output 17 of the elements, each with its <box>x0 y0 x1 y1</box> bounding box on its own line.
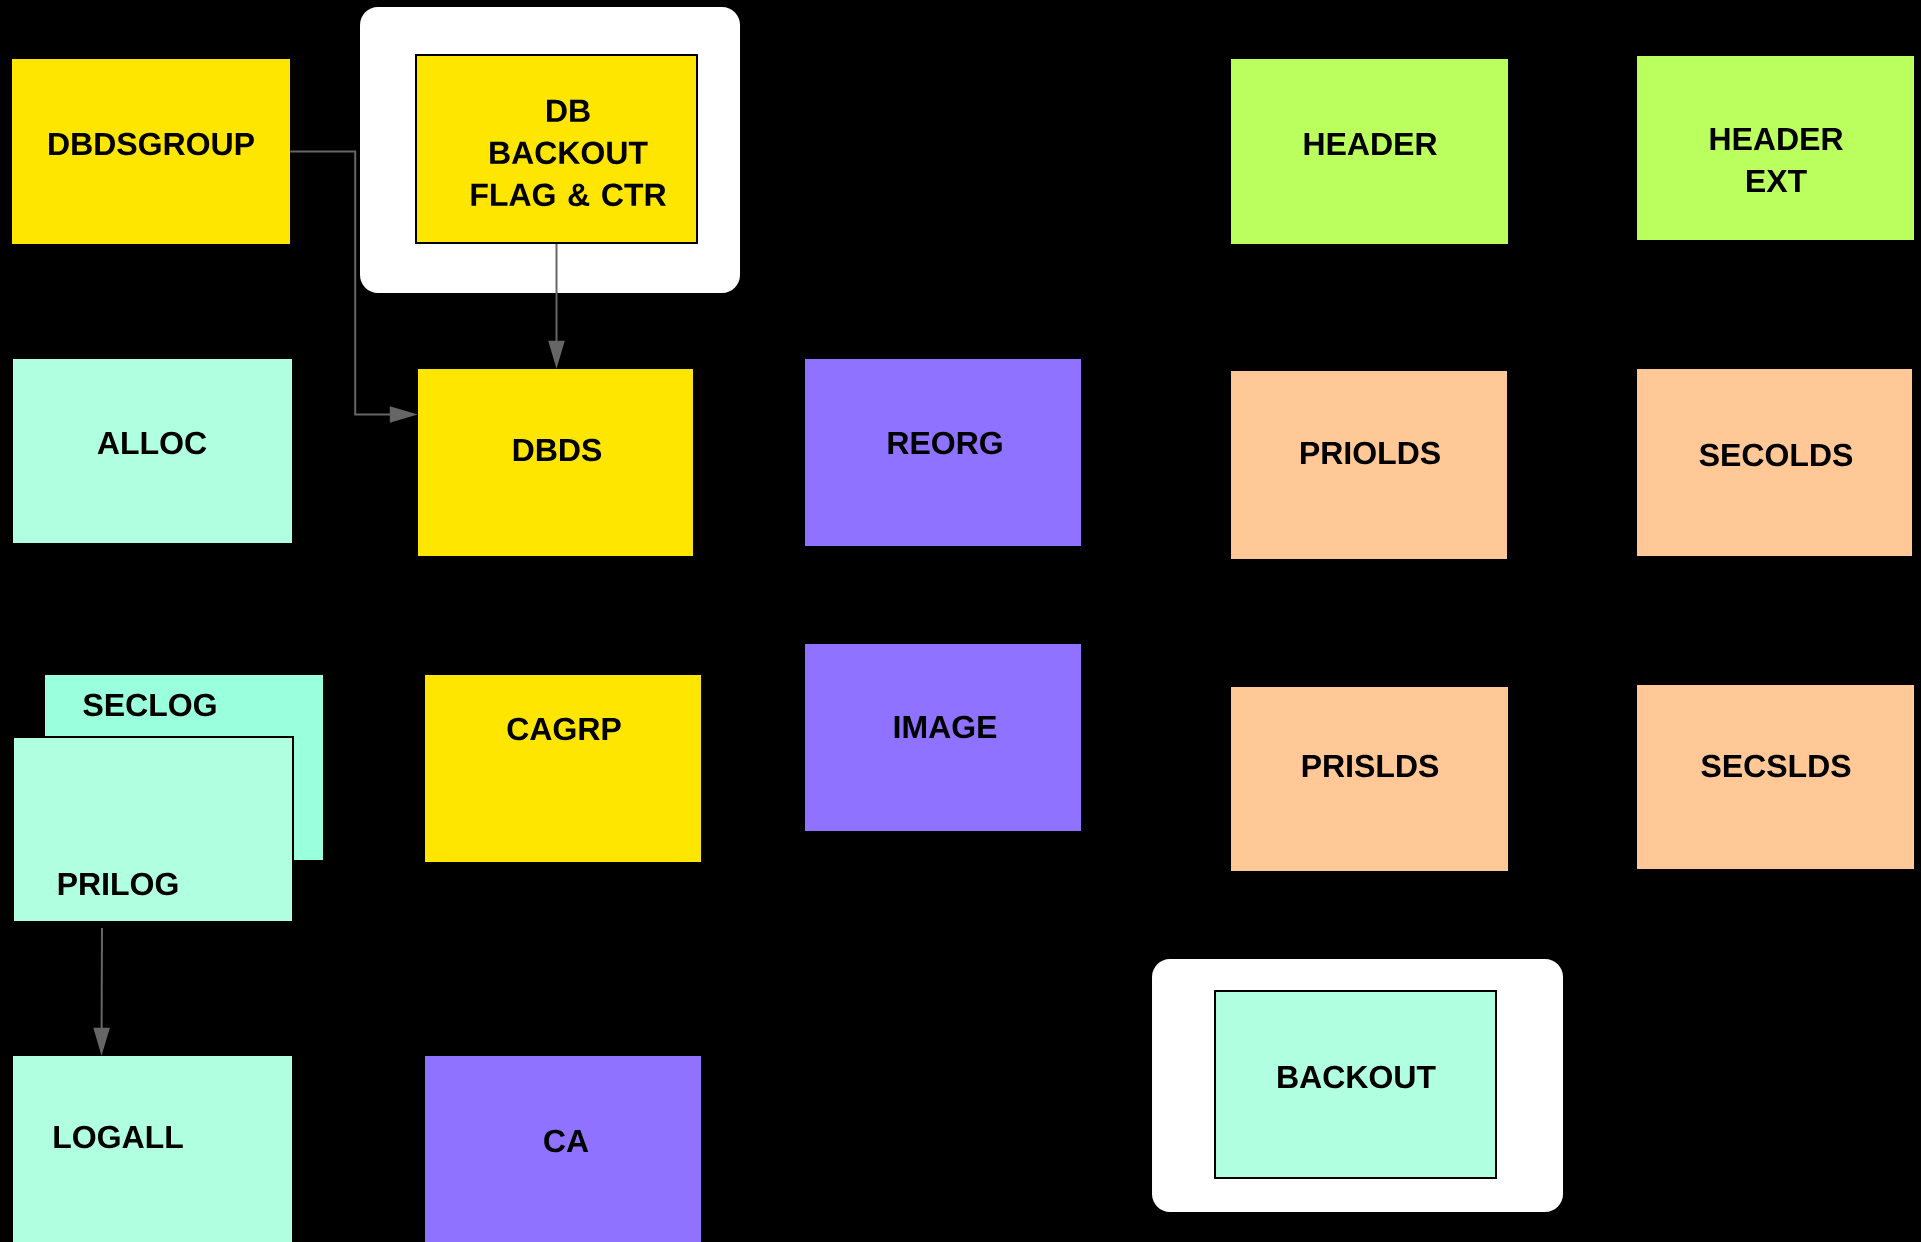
record-box: IMAGE <box>805 644 1081 831</box>
record-box: CAGRP <box>425 675 701 862</box>
record-box: DBDSGROUP <box>12 59 290 244</box>
record-box: HEADER <box>1231 59 1508 244</box>
record-box: SECOLDS <box>1637 369 1913 556</box>
record-box: PRILOG <box>12 736 294 923</box>
record-box: DB BACKOUT FLAG & CTR <box>415 54 698 244</box>
record-box: CA <box>425 1056 701 1242</box>
record-box: LOGALL <box>13 1056 292 1242</box>
record-box: SECSLDS <box>1637 685 1915 869</box>
record-box: DBDS <box>418 369 693 556</box>
record-box: PRISLDS <box>1231 687 1508 871</box>
record-box: PRIOLDS <box>1231 371 1507 559</box>
record-box: BACKOUT <box>1214 990 1497 1179</box>
record-box: ALLOC <box>13 359 292 543</box>
record-box: REORG <box>805 359 1081 546</box>
record-box: HEADER EXT <box>1637 56 1915 240</box>
